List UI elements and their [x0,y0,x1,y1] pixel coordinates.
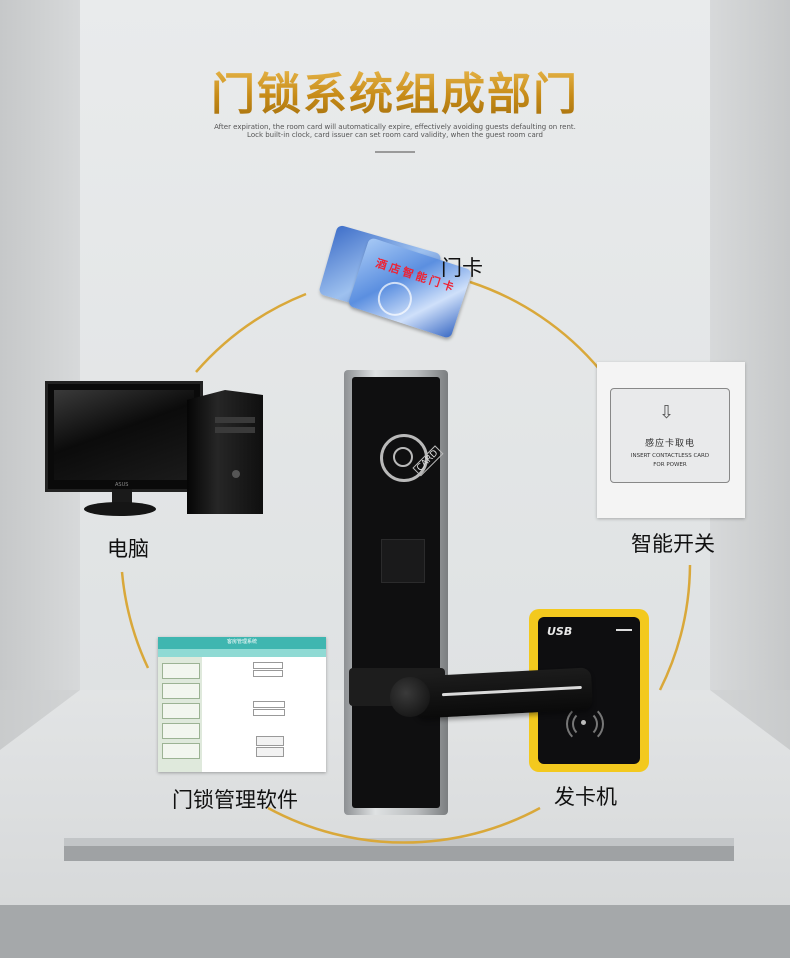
software-side-button-4 [162,723,200,739]
monitor: ASUS [45,381,203,492]
software-field-1 [253,662,283,669]
software-side-button-2 [162,683,200,699]
pc-power-button [232,470,240,478]
ring-arc-top-left [195,292,307,373]
platform-edge [64,846,734,861]
software-field-3 [253,701,285,708]
encoder-wave-outer [566,705,604,743]
title-divider [375,151,415,153]
monitor-brand: ASUS [115,482,129,488]
page-title: 门锁系统组成部门 [0,58,790,122]
software-window-title: 客房管理系统 [226,639,257,645]
software-sidebar [158,657,202,772]
ring-arc-top-right [469,280,601,371]
encoder-led [616,629,632,631]
software-field-2 [253,670,283,677]
subtitle-line-2: Lock built-in clock, card issuer can set… [247,131,543,139]
key-card-emblem [373,277,417,321]
lock-handle-knob [390,677,430,717]
pc-drive-bay-2 [215,427,255,433]
software-side-button-1 [162,663,200,679]
monitor-screen [54,390,194,480]
lock-keyhole-cover [381,539,425,583]
software-label: 门锁管理软件 [172,788,298,812]
software-side-button-3 [162,703,200,719]
energy-switch-label: 智能开关 [631,532,715,556]
energy-switch-en-1: INSERT CONTACTLESS CARD [630,453,710,459]
wall-side-left [0,0,80,690]
management-software-icon: 客房管理系统 [158,637,326,772]
insert-arrow-icon: ⇩ [659,402,675,423]
energy-switch-en-2: FOR POWER [653,462,687,468]
software-field-4 [253,709,285,716]
subtitle-line-1: After expiration, the room card will aut… [214,123,576,131]
energy-switch-cn: 感应卡取电 [644,439,695,449]
encoder-brand: USB [547,625,573,638]
software-action-1 [256,736,284,746]
energy-switch-slot: ⇩ 感应卡取电 INSERT CONTACTLESS CARD FOR POWE… [610,388,730,483]
ring-arc-right [658,564,692,691]
bottom-band [0,905,790,958]
pc-tower [187,390,263,514]
computer-label: 电脑 [107,537,149,561]
encoder-wave-dot [581,720,586,725]
ring-arc-left [120,571,150,669]
software-titlebar: 客房管理系统 [158,637,326,649]
energy-switch-icon: ⇩ 感应卡取电 INSERT CONTACTLESS CARD FOR POWE… [597,362,745,518]
software-toolbar [158,649,326,657]
software-side-button-5 [162,743,200,759]
rfid-reader-icon [380,434,428,482]
wall-side-right [710,0,790,690]
monitor-stand-neck [112,489,132,503]
lock-handle-accent [441,685,582,697]
encoder-label: 发卡机 [554,785,617,809]
ring-arc-bottom [267,806,541,844]
software-action-2 [256,747,284,757]
encoder-wave-inner [572,711,598,737]
pc-drive-bay [215,417,255,423]
key-card-label: 门卡 [441,256,483,280]
monitor-stand-base [84,502,156,516]
